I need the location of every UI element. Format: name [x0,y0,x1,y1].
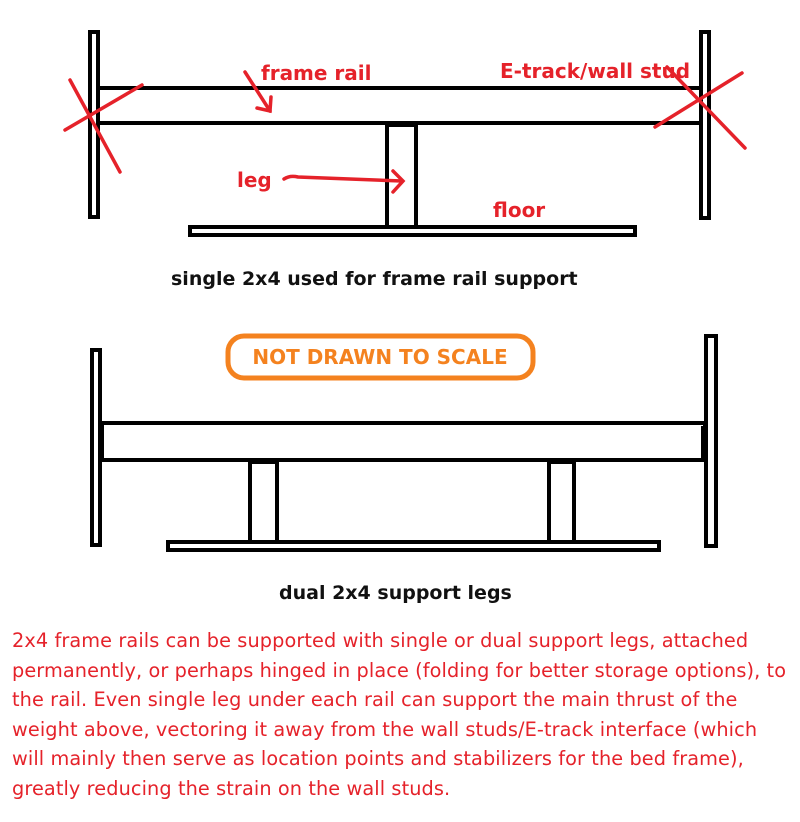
cross-left-icon [63,78,144,174]
description-text: 2x4 frame rails can be supported with si… [12,629,787,800]
right-wall-stud-bottom [704,334,718,548]
frame-rail-label: frame rail [261,61,372,85]
floor-bottom [166,540,661,552]
left-wall-stud-bottom [90,348,102,547]
dual-leg-right [547,460,576,544]
leg-label: leg [237,168,272,192]
frame-rail-top [96,86,703,125]
floor-label: floor [493,198,545,222]
floor-top [188,225,637,237]
dual-caption: dual 2x4 support legs [279,582,512,604]
leg-arrow-icon [282,169,406,194]
etrack-stud-label: E-track/wall stud [500,59,690,83]
dual-leg-left [248,460,279,544]
scale-badge: NOT DRAWN TO SCALE [252,345,507,369]
frame-rail-arrow-icon [243,70,273,114]
single-leg [385,123,418,229]
cross-right-icon [653,65,747,150]
frame-rail-bottom [100,421,707,462]
rail-end-cap [701,426,707,459]
single-caption: single 2x4 used for frame rail support [171,268,578,290]
scale-badge-frame [225,333,536,381]
